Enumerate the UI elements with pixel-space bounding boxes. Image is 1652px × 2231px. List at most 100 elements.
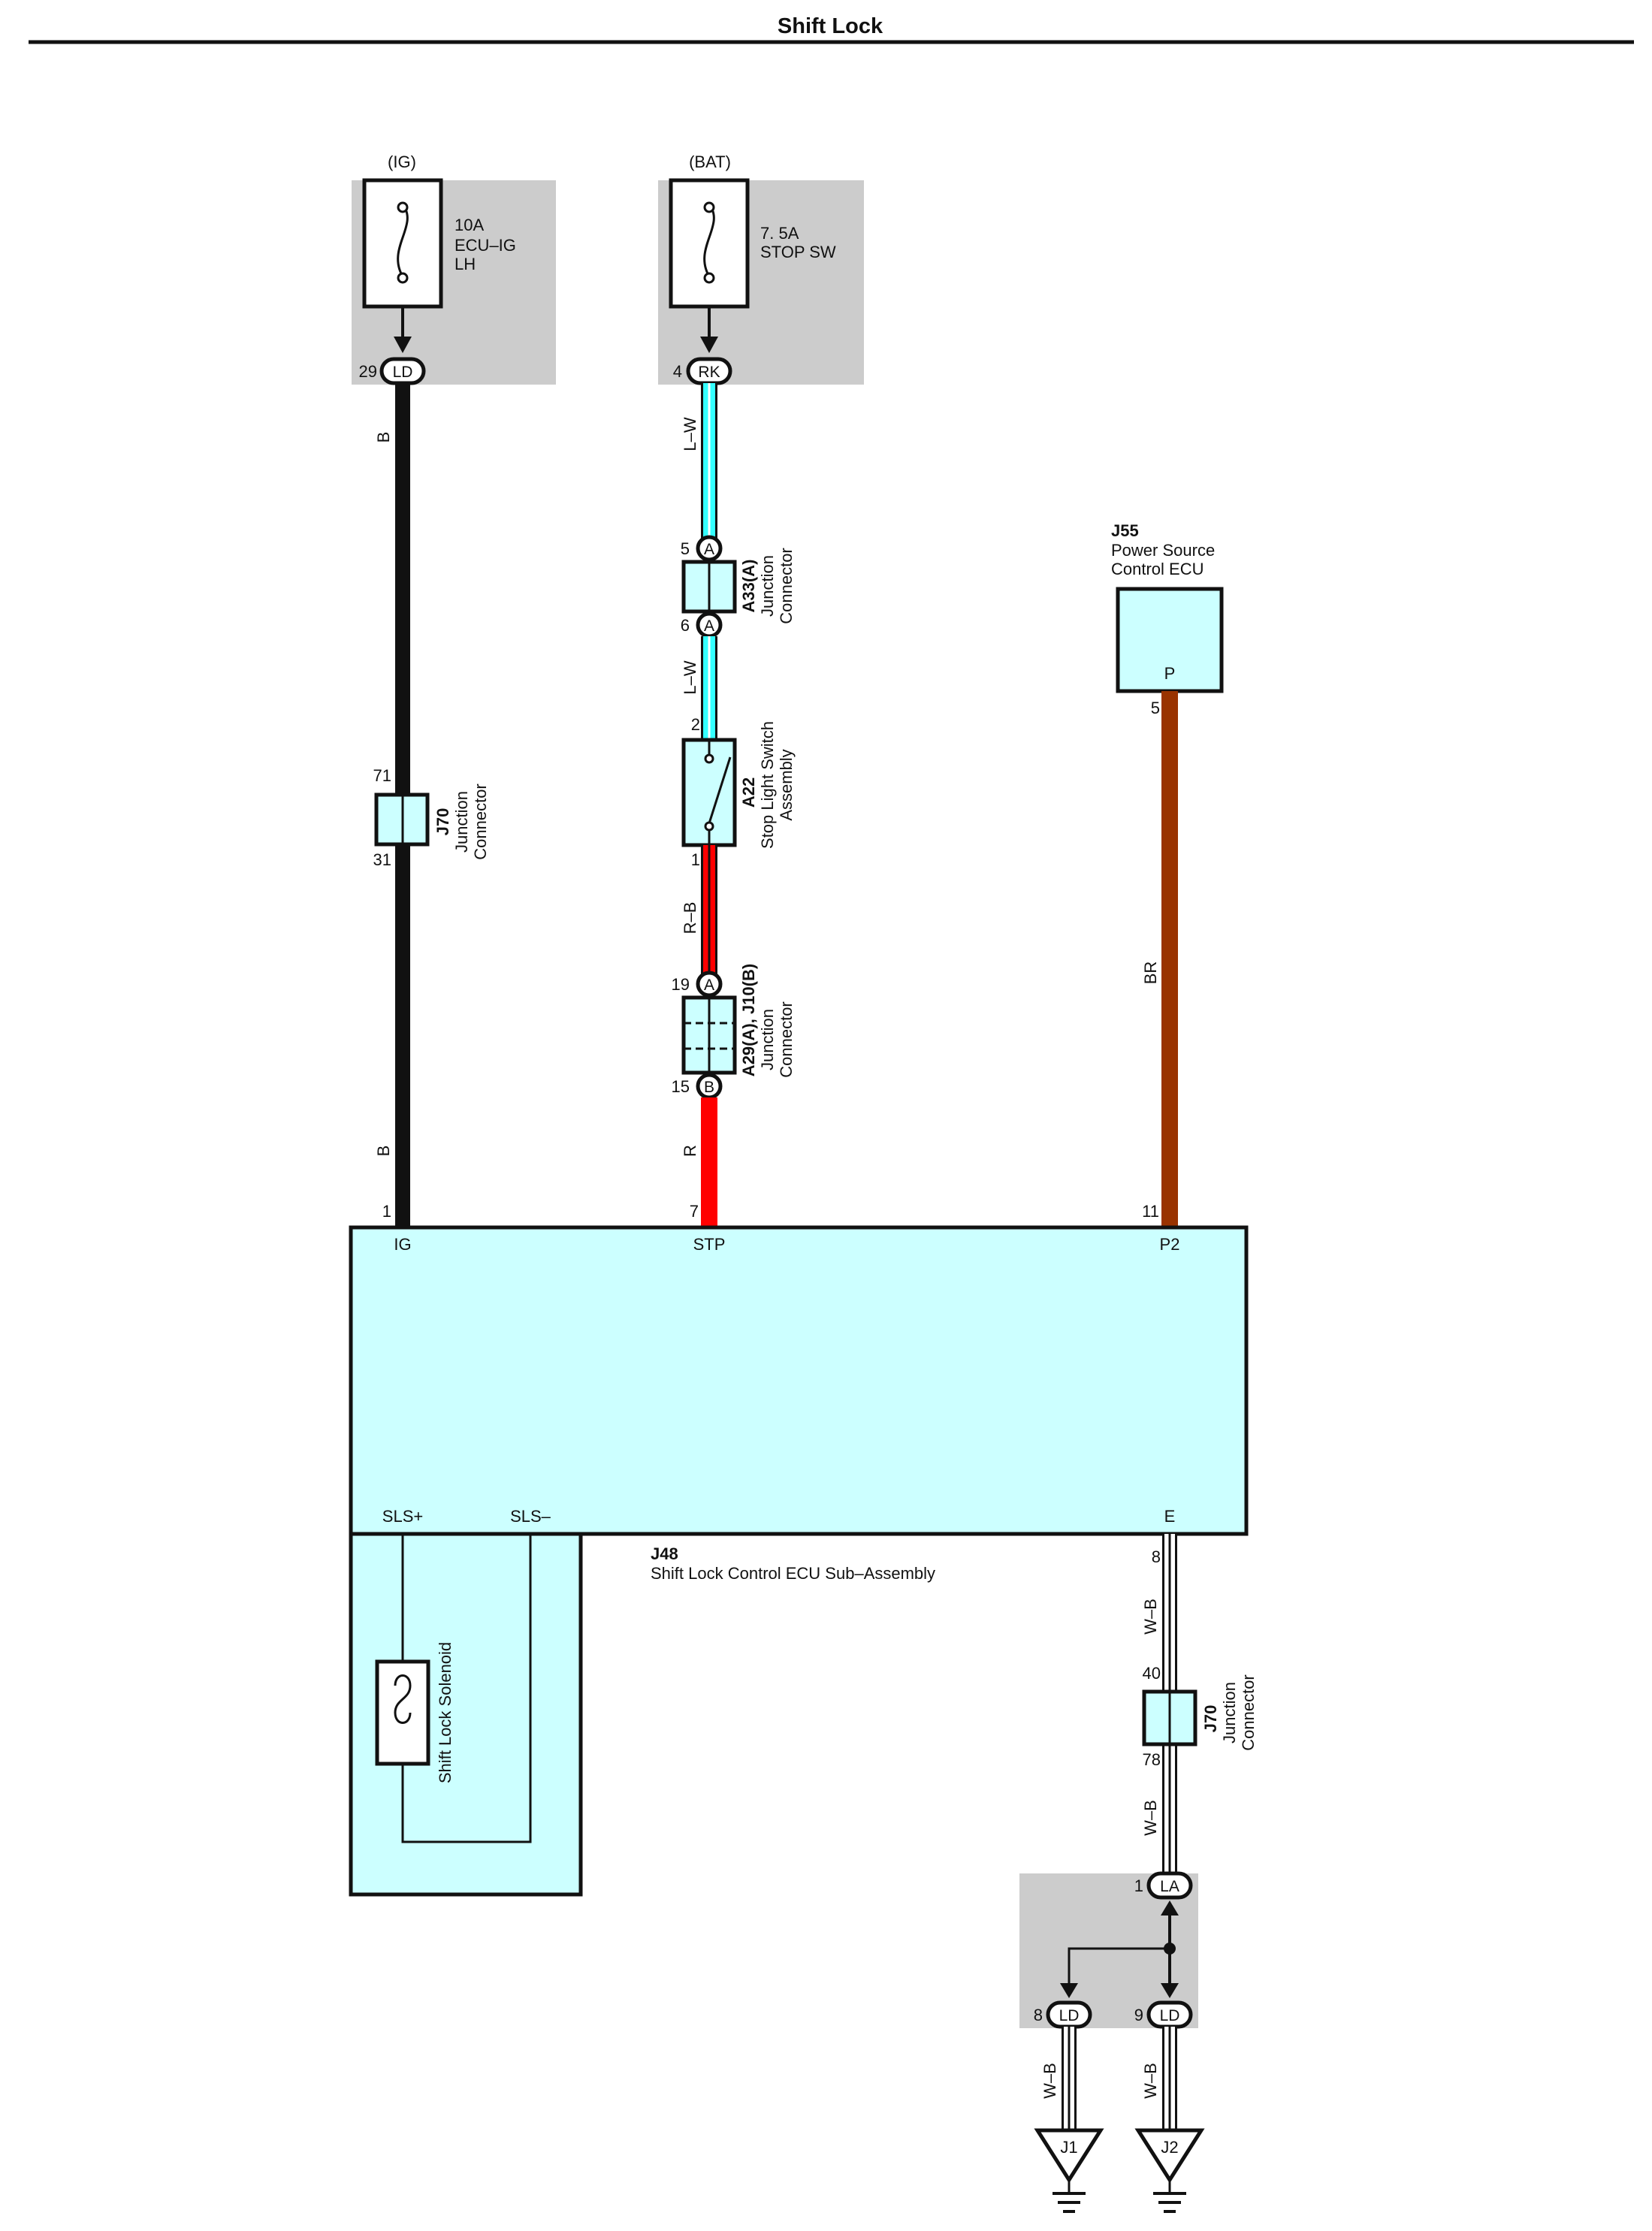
bat-fuse-contact-bottom — [703, 272, 715, 284]
j70-top-pin-top: 71 — [373, 766, 391, 785]
ig-fuse-contact-top — [397, 201, 409, 213]
ground-j2: W–B J2 — [1134, 2027, 1205, 2213]
j55-power-source-ecu: J55 Power Source Control ECU P 5 BR — [1111, 521, 1224, 1227]
ground-j2-triangle-icon — [1134, 2128, 1205, 2184]
switch-blade-icon — [708, 756, 732, 824]
j55-line1: Power Source — [1111, 541, 1215, 560]
ig-connector-pin: 29 — [359, 362, 377, 381]
j55-terminal: P — [1164, 664, 1176, 683]
ig-wire-label-top: B — [374, 432, 393, 443]
r-wire-label: R — [681, 1145, 699, 1157]
bat-connector-label: RK — [698, 364, 720, 381]
ig-fuse-name-2: LH — [455, 255, 476, 273]
ig-fuse-contact-bottom — [397, 272, 409, 284]
wb-j2-label: W–B — [1141, 2063, 1160, 2099]
ig-fuse-rating: 10A — [455, 216, 484, 234]
ig-wire: B B 71 31 J70 Junction Connector — [373, 383, 490, 1227]
ground-j2-label: J2 — [1161, 2138, 1178, 2157]
solenoid-label: Shift Lock Solenoid — [436, 1642, 455, 1783]
bat-source-label: (BAT) — [689, 152, 731, 171]
a22-switch-contact-top — [704, 753, 714, 764]
la-connector-oval — [1146, 1871, 1193, 1900]
j70-top-line1: Junction — [452, 791, 471, 853]
j48-id: J48 — [651, 1544, 678, 1563]
a29-line2: Connector — [777, 1001, 796, 1078]
ig-wire-label-bottom: B — [374, 1146, 393, 1157]
j70-top-id: J70 — [433, 808, 452, 836]
j55-id: J55 — [1111, 521, 1139, 540]
a33-line2: Connector — [777, 548, 796, 624]
j70-bottom-line2: Connector — [1239, 1674, 1258, 1751]
a33-pin-top-circle — [696, 535, 723, 562]
j48-terminal-e: E — [1164, 1507, 1176, 1526]
ig-fuse — [362, 178, 443, 309]
a29-pin-top: 19 — [672, 975, 690, 994]
a29-letter-bottom: B — [704, 1079, 714, 1096]
lw-wire-label-mid: L–W — [681, 660, 699, 694]
a29-letter-top: A — [704, 977, 714, 994]
ground-j1-label: J1 — [1060, 2138, 1077, 2157]
a22-pin-top: 2 — [691, 715, 700, 734]
a22-line2: Assembly — [777, 749, 796, 820]
j55-line2: Control ECU — [1111, 560, 1204, 578]
j48-pin-stp: 7 — [690, 1202, 699, 1221]
a29-pin-top-circle — [696, 971, 723, 998]
j48-shift-lock-ecu: 1 7 11 IG STP P2 SLS+ SLS– E J48 Shift L… — [349, 1202, 1249, 1897]
j48-terminal-p2: P2 — [1160, 1235, 1180, 1254]
a22-pin-bottom: 1 — [691, 850, 700, 869]
bat-fuse-name-1: STOP SW — [760, 243, 836, 261]
bat-fuse-contact-top — [703, 201, 715, 213]
shift-lock-solenoid — [375, 1659, 430, 1766]
j48-terminal-sls-plus: SLS+ — [382, 1507, 423, 1526]
ig-fuse-name-1: ECU–IG — [455, 236, 516, 255]
solenoid-coil-icon — [394, 1674, 412, 1724]
j48-terminal-stp: STP — [693, 1235, 726, 1254]
bat-fuse-rating: 7. 5A — [760, 224, 799, 243]
a33-line1: Junction — [758, 555, 777, 617]
j48-terminal-ig: IG — [394, 1235, 411, 1254]
wb-wire-label-1: W–B — [1141, 1599, 1160, 1635]
j70-bottom-pin-top: 40 — [1143, 1664, 1161, 1683]
la-connector-label: LA — [1160, 1878, 1179, 1895]
ld9-arrow-icon — [1161, 1983, 1179, 1998]
wb-wire-label-2: W–B — [1141, 1800, 1160, 1836]
la-arrow-icon — [1161, 1900, 1179, 1916]
a29-id: A29(A), J10(B) — [739, 964, 758, 1076]
j48-pin-ig: 1 — [382, 1202, 391, 1221]
a33-letter-top: A — [704, 541, 714, 558]
a33-id: A33(A) — [739, 560, 758, 613]
j48-name: Shift Lock Control ECU Sub–Assembly — [651, 1564, 935, 1583]
br-wire-label: BR — [1141, 962, 1160, 985]
ig-fuse-block: (IG) 10A ECU–IG LH LD 29 — [352, 152, 556, 385]
la-connector-pin: 1 — [1134, 1876, 1143, 1895]
ground-junction-block: LA 1 LD 8 LD 9 — [1019, 1871, 1198, 2029]
j55-pin: 5 — [1151, 699, 1160, 717]
j55-box — [1116, 587, 1224, 693]
ig-fuse-arrow-icon — [394, 337, 412, 353]
bat-fuse — [669, 178, 750, 309]
ld9-connector-pin: 9 — [1134, 2006, 1143, 2024]
rb-wire-label: R–B — [681, 902, 699, 934]
a29-pin-bottom: 15 — [672, 1077, 690, 1096]
a33-pin-top: 5 — [681, 539, 690, 558]
bat-fuse-arrow-icon — [700, 337, 718, 353]
j70-bottom-line1: Junction — [1220, 1682, 1239, 1743]
j70-top-pin-bottom: 31 — [373, 850, 391, 869]
j48-pin-p2: 11 — [1142, 1202, 1159, 1221]
a29-line1: Junction — [758, 1009, 777, 1070]
a22-switch-contact-bottom — [704, 821, 714, 832]
j48-ecu-box — [349, 1225, 1249, 1536]
ld8-arrow-icon — [1060, 1983, 1078, 1998]
ground-j1: W–B J1 — [1034, 2027, 1104, 2213]
ld8-connector-label: LD — [1059, 2007, 1080, 2024]
lw-wire-label-top: L–W — [681, 417, 699, 451]
e-ground-wire: 8 W–B W–B 40 78 J70 Junction Connector — [1141, 1534, 1258, 1873]
a22-line1: Stop Light Switch — [758, 721, 777, 849]
j48-terminal-sls-minus: SLS– — [510, 1507, 551, 1526]
stp-wire: L–W A 5 A 6 A33(A) Junction Connector L–… — [672, 383, 796, 1227]
page-title: Shift Lock — [778, 14, 883, 38]
j70-bottom-id: J70 — [1201, 1705, 1220, 1733]
ground-j1-triangle-icon — [1034, 2128, 1104, 2184]
bat-connector-pin: 4 — [673, 362, 682, 381]
